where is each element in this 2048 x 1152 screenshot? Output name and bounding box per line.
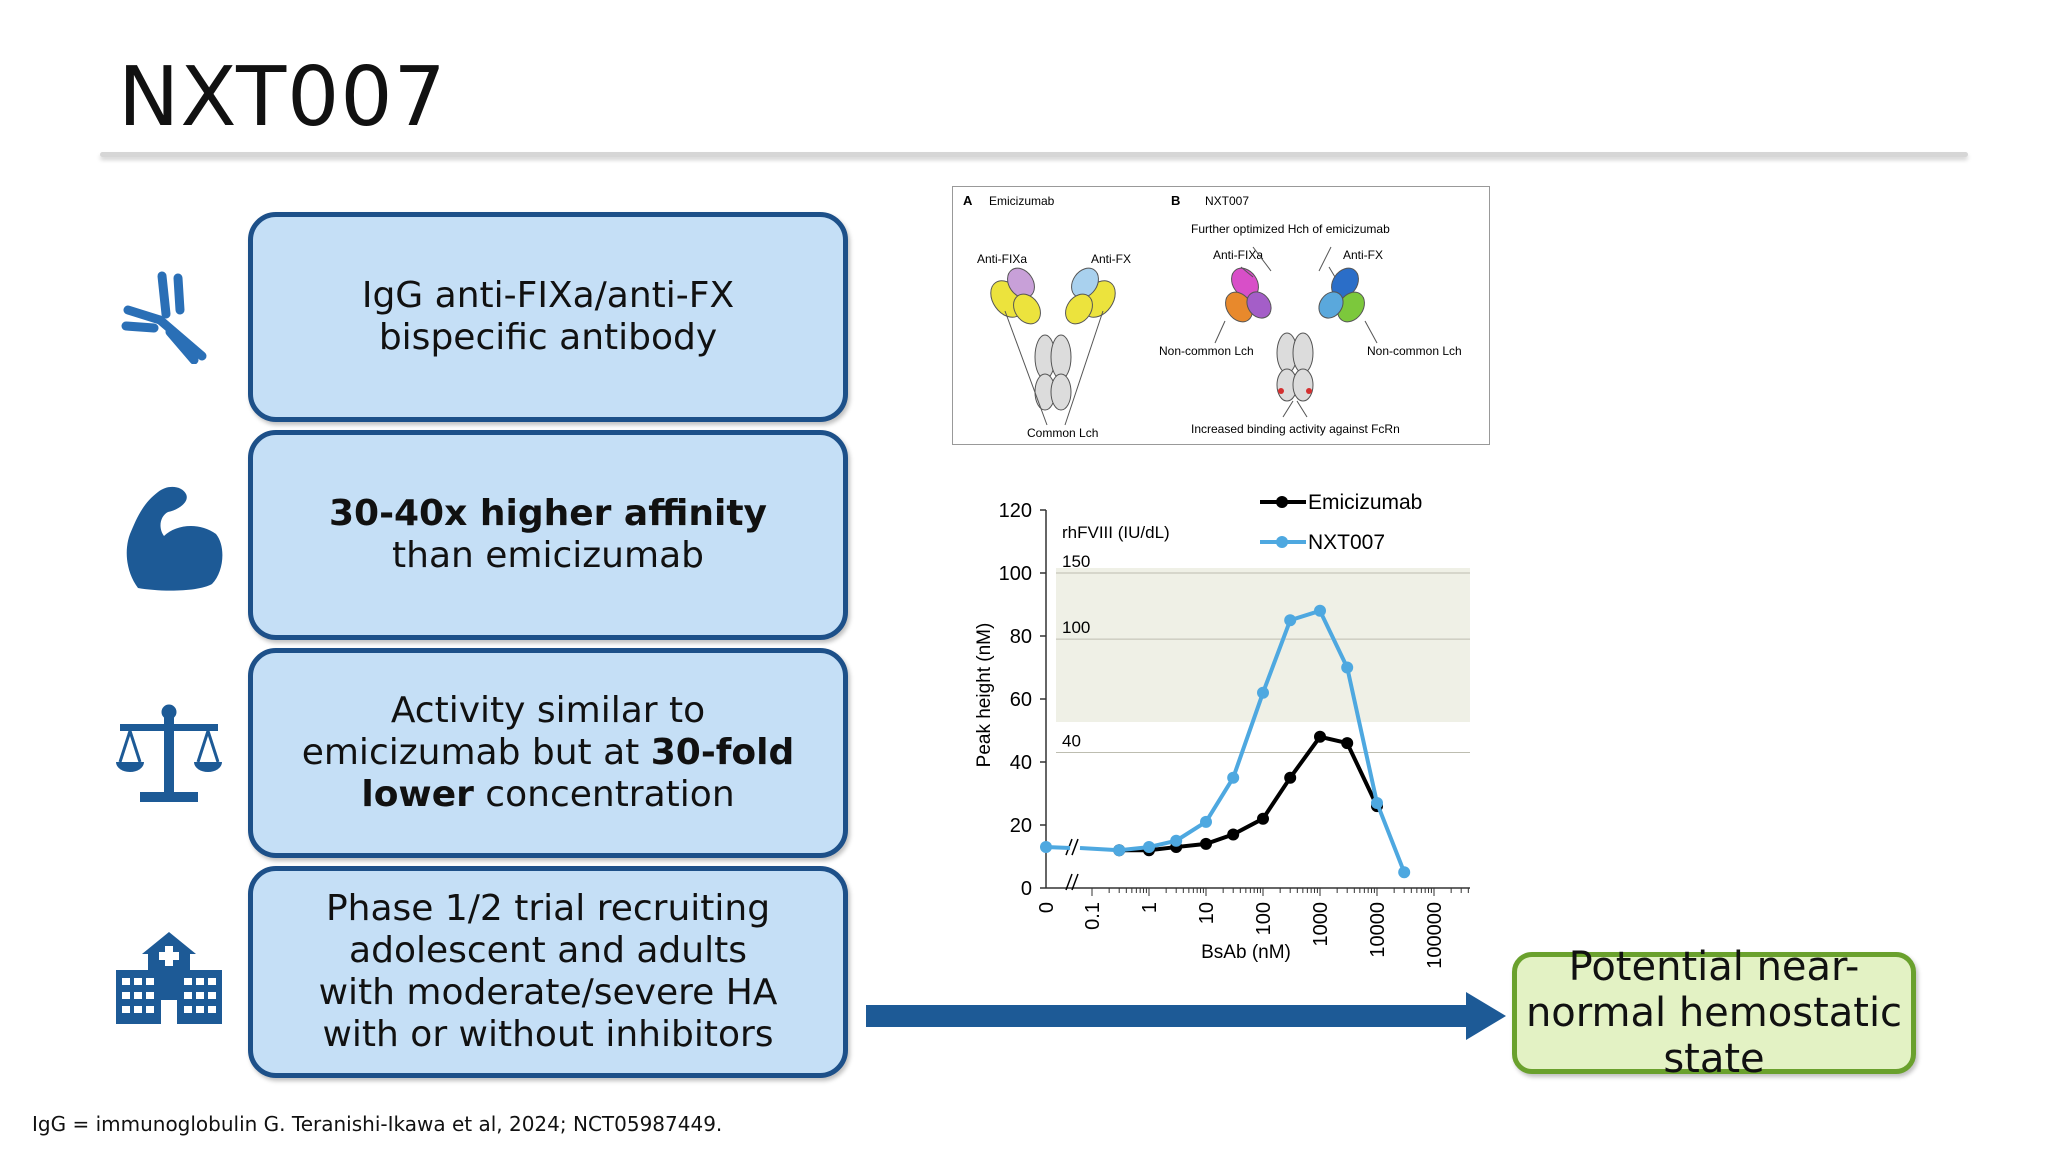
- feature-text: Activity similar to emicizumab but at 30…: [253, 690, 843, 816]
- feature-text-bold: 30-fold lower: [361, 732, 795, 815]
- legend-nxt007: NXT007: [1308, 531, 1385, 554]
- data-point-nxt007: [1314, 604, 1326, 617]
- data-point-nxt007: [1113, 844, 1126, 857]
- feature-box-activity: Activity similar to emicizumab but at 30…: [248, 648, 848, 858]
- data-point-nxt007: [1227, 771, 1240, 784]
- hospital-icon: [116, 932, 222, 1024]
- x-tick-label: 100000: [1424, 902, 1446, 969]
- feature-text: 30-40x higher affinity than emicizumab: [253, 493, 843, 577]
- feature-box-bispecific: IgG anti-FIXa/anti-FX bispecific antibod…: [248, 212, 848, 422]
- panel-a-title: Emicizumab: [989, 194, 1055, 208]
- x-tick-label: 1000: [1310, 902, 1332, 947]
- flexed-bicep-icon: [126, 486, 223, 591]
- band-level-label: 150: [1062, 552, 1090, 571]
- antibody-icon: [121, 271, 207, 364]
- data-point-nxt007: [1040, 841, 1052, 854]
- data-point-emicizumab: [1341, 737, 1354, 750]
- x-tick-label: 0: [1036, 902, 1058, 913]
- data-point-nxt007: [1143, 841, 1155, 854]
- line-break-mark: [1071, 838, 1079, 856]
- legend-marker-nxt007: [1276, 536, 1288, 548]
- data-point-emicizumab: [1314, 730, 1326, 743]
- y-axis-title: Peak height (nM): [974, 623, 995, 768]
- emicizumab-molecule: [990, 267, 1116, 426]
- balance-scale-icon: [116, 704, 222, 802]
- anti-fx-label-a: Anti-FX: [1091, 252, 1131, 266]
- y-tick-label: 100: [999, 563, 1032, 585]
- non-common-lch-label-right: Non-common Lch: [1367, 344, 1462, 358]
- anti-fixa-label-b: Anti-FIXa: [1213, 248, 1263, 262]
- data-point-nxt007: [1371, 796, 1383, 809]
- legend-marker-emicizumab: [1276, 496, 1288, 508]
- band-level-label: 40: [1062, 732, 1081, 751]
- non-common-lch-label-left: Non-common Lch: [1159, 344, 1254, 358]
- nxt007-molecule: [1214, 246, 1378, 418]
- legend-emicizumab: Emicizumab: [1308, 491, 1422, 514]
- panel-b-title: NXT007: [1205, 194, 1249, 208]
- y-tick-label: 80: [1010, 626, 1032, 648]
- y-tick-label: 0: [1021, 878, 1032, 900]
- feature-text-lead: Activity similar to emicizumab but at: [301, 690, 706, 773]
- title-divider: [100, 152, 1968, 157]
- feature-text: IgG anti-FIXa/anti-FX bispecific antibod…: [361, 275, 735, 358]
- x-tick-label: 10000: [1367, 902, 1389, 958]
- chart-legend: Emicizumab NXT007: [1260, 491, 1422, 554]
- feature-box-trial: Phase 1/2 trial recruiting adolescent an…: [248, 866, 848, 1078]
- flow-arrow: [866, 992, 1506, 1040]
- axis-break-mark: [1071, 873, 1079, 891]
- feature-text-rest: than emicizumab: [392, 535, 704, 576]
- data-point-emicizumab: [1284, 771, 1297, 784]
- rhfviii-band: [1056, 568, 1470, 722]
- anti-fx-label-b: Anti-FX: [1343, 248, 1383, 262]
- feature-box-affinity: 30-40x higher affinity than emicizumab: [248, 430, 848, 640]
- antibody-structure-figure: A Emicizumab B NXT007 Anti-FIXa Anti-FX …: [952, 186, 1490, 445]
- feature-text-rest: concentration: [473, 774, 735, 815]
- feature-text: Phase 1/2 trial recruiting adolescent an…: [318, 888, 778, 1055]
- x-tick-label: 10: [1196, 902, 1218, 924]
- data-point-nxt007: [1200, 815, 1212, 828]
- slide-title: NXT007: [118, 50, 447, 145]
- panel-a-letter: A: [963, 193, 973, 208]
- x-axis-title: BsAb (nM): [1201, 942, 1291, 963]
- data-point-nxt007: [1257, 686, 1269, 699]
- y-tick-label: 20: [1010, 815, 1032, 837]
- data-point-nxt007: [1341, 661, 1354, 674]
- fcrn-label: Increased binding activity against FcRn: [1191, 422, 1400, 436]
- series-line-emicizumab: [1119, 734, 1379, 853]
- y-tick-label: 40: [1010, 752, 1032, 774]
- anti-fixa-label-a: Anti-FIXa: [977, 252, 1027, 266]
- data-point-emicizumab: [1227, 828, 1240, 841]
- outcome-text: Potential near-normal hemostatic state: [1525, 944, 1903, 1082]
- further-optimized-label: Further optimized Hch of emicizumab: [1191, 222, 1390, 236]
- x-tick-label: 1: [1139, 902, 1161, 913]
- y-tick-label: 120: [999, 500, 1032, 522]
- common-lch-label: Common Lch: [1027, 426, 1098, 440]
- feature-text-bold: 30-40x higher affinity: [328, 493, 768, 534]
- band-level-label: 100: [1062, 618, 1090, 637]
- data-point-nxt007: [1398, 866, 1411, 879]
- band-label: rhFVIII (IU/dL): [1062, 523, 1170, 542]
- x-tick-label: 0.1: [1082, 902, 1104, 930]
- data-point-nxt007: [1284, 614, 1297, 627]
- peak-height-chart: 150 100 40 0 20 40 60 80 100 120 0 0.1 1 10 100 1000 1…: [974, 491, 1470, 969]
- series-line-nxt007: [1079, 846, 1120, 853]
- panel-b-letter: B: [1171, 193, 1180, 208]
- axis-break-mark: [1065, 873, 1073, 891]
- data-point-nxt007: [1170, 834, 1183, 847]
- data-point-emicizumab: [1257, 812, 1269, 825]
- footnote: IgG = immunoglobulin G. Teranishi-Ikawa …: [32, 1112, 723, 1136]
- outcome-box: Potential near-normal hemostatic state: [1512, 944, 1916, 1082]
- y-tick-label: 60: [1010, 689, 1032, 711]
- x-tick-label: 100: [1253, 902, 1275, 935]
- data-point-emicizumab: [1200, 837, 1212, 850]
